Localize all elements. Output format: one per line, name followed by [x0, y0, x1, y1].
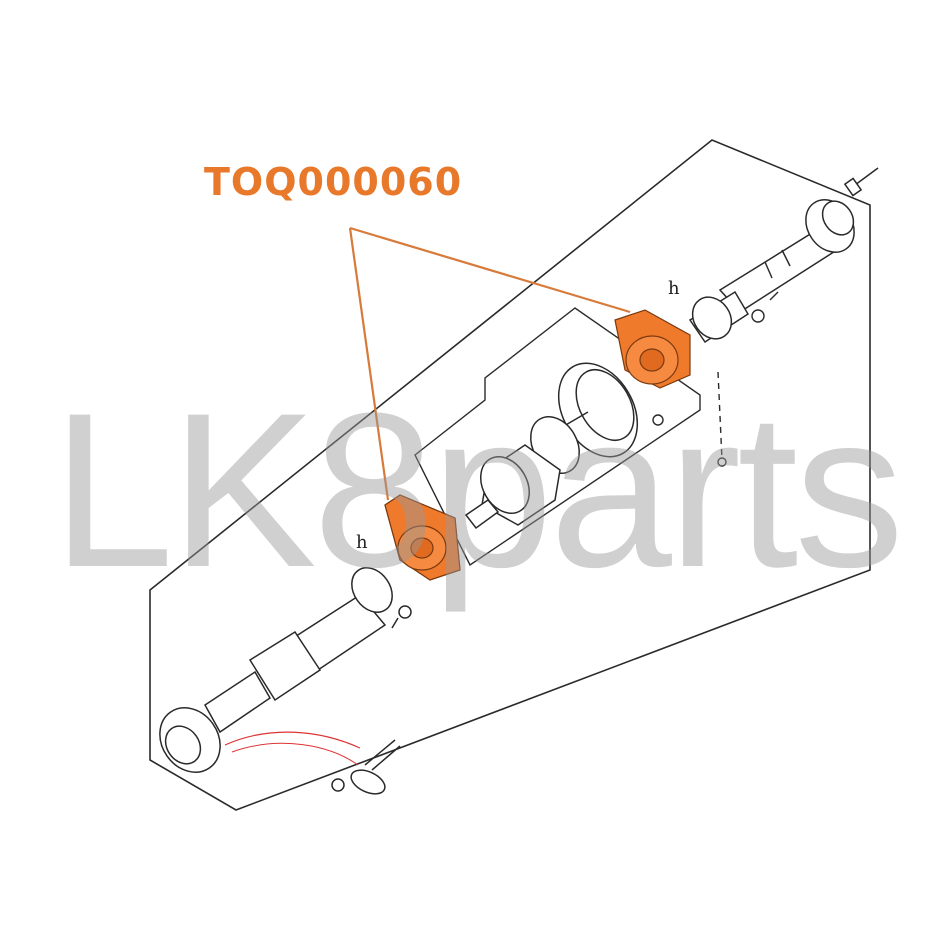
nut-right: [717, 457, 727, 467]
callout-mark-lower: h: [356, 532, 368, 553]
callout-mark-upper: h: [668, 278, 680, 299]
wire-2: [231, 742, 359, 766]
upper-center-bearing-mount: [614, 309, 691, 389]
callout-lines: [348, 226, 631, 501]
center-bearing-body: [464, 444, 561, 530]
part-number-label: TOQ000060: [204, 160, 463, 204]
rear-propshaft: [688, 199, 855, 344]
front-propshaft: [159, 567, 393, 773]
upper-fasteners: [751, 291, 779, 323]
coupling-disc: [539, 362, 639, 458]
assembly-frame: [149, 139, 871, 811]
lower-center-bearing-mount: [384, 494, 461, 581]
nut-center: [652, 414, 664, 426]
lower-bolt: [331, 605, 412, 795]
dashed-guide: [717, 371, 723, 461]
bolt-top: [843, 167, 879, 197]
wire: [224, 731, 361, 749]
